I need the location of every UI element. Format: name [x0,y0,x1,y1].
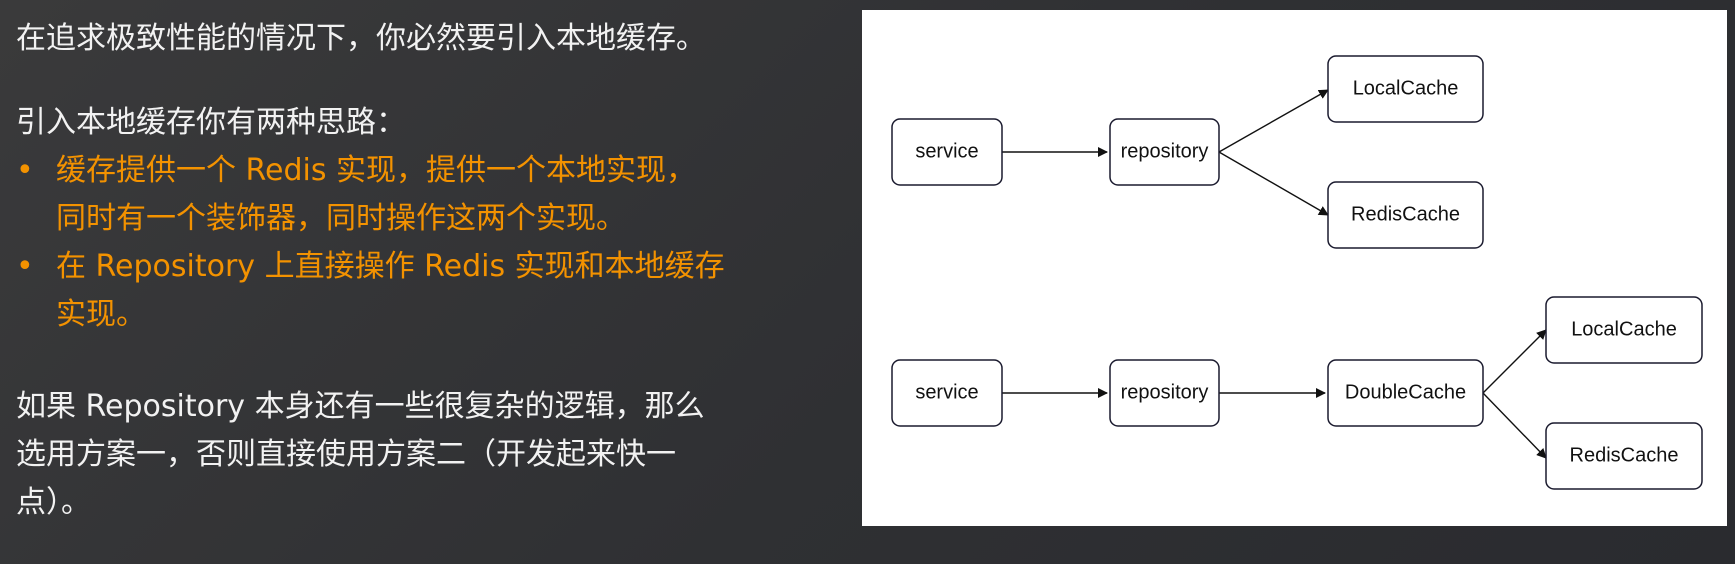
arrow-doublecache-to-localcache [1482,329,1547,394]
conclusion-line-3: 点）。 [16,485,91,520]
bottom-repository-node: repository [1109,359,1220,427]
bottom-service-label: service [915,381,978,403]
bottom-rediscache-node: RedisCache [1545,422,1703,490]
arrow-doublecache-to-rediscache [1482,392,1547,459]
approach-1-line-1: 缓存提供一个 Redis 实现，提供一个本地实现， [56,153,697,188]
top-repository-node: repository [1109,118,1220,186]
architecture-diagram: service repository LocalCache RedisCache [862,10,1727,526]
conclusion-paragraph: 如果 Repository 本身还有一些很复杂的逻辑，那么 选用方案一，否则直接… [16,383,776,527]
bullet-icon: • [16,249,34,284]
top-localcache-node: LocalCache [1327,55,1484,123]
bottom-flow: service repository DoubleCache LocalCach… [891,296,1703,490]
bottom-localcache-node: LocalCache [1545,296,1703,364]
top-rediscache-node: RedisCache [1327,181,1484,249]
top-repository-label: repository [1121,140,1209,162]
top-rediscache-label: RedisCache [1351,203,1460,225]
conclusion-line-2: 选用方案一，否则直接使用方案二（开发起来快一 [16,437,676,472]
approach-list: • 缓存提供一个 Redis 实现，提供一个本地实现， 同时有一个装饰器，同时操… [16,147,776,339]
arrow-repository-to-localcache [1218,89,1329,153]
bottom-doublecache-label: DoubleCache [1345,381,1466,403]
approach-2-line-2: 实现。 [56,297,146,332]
top-localcache-label: LocalCache [1353,77,1459,99]
approach-item-2: • 在 Repository 上直接操作 Redis 实现和本地缓存 实现。 [16,243,776,339]
approach-item-1: • 缓存提供一个 Redis 实现，提供一个本地实现， 同时有一个装饰器，同时操… [16,147,776,243]
approach-1-line-2: 同时有一个装饰器，同时操作这两个实现。 [56,201,626,236]
text-panel: 在追求极致性能的情况下，你必然要引入本地缓存。 引入本地缓存你有两种思路： • … [16,14,776,527]
bottom-rediscache-label: RedisCache [1570,444,1679,466]
bottom-repository-label: repository [1121,381,1209,403]
diagram-canvas: service repository LocalCache RedisCache [891,55,1703,490]
top-service-node: service [891,118,1003,186]
bottom-doublecache-node: DoubleCache [1327,359,1484,427]
bottom-localcache-label: LocalCache [1571,318,1677,340]
top-flow: service repository LocalCache RedisCache [891,55,1484,249]
arrow-repository-to-rediscache [1218,151,1329,216]
statement-line: 在追求极致性能的情况下，你必然要引入本地缓存。 [16,21,706,56]
conclusion-line-1: 如果 Repository 本身还有一些很复杂的逻辑，那么 [16,389,705,424]
bullet-icon: • [16,153,34,188]
approach-2-line-1: 在 Repository 上直接操作 Redis 实现和本地缓存 [56,249,725,284]
intro-line: 引入本地缓存你有两种思路： [16,105,406,140]
bottom-service-node: service [891,359,1003,427]
top-service-label: service [915,140,978,162]
